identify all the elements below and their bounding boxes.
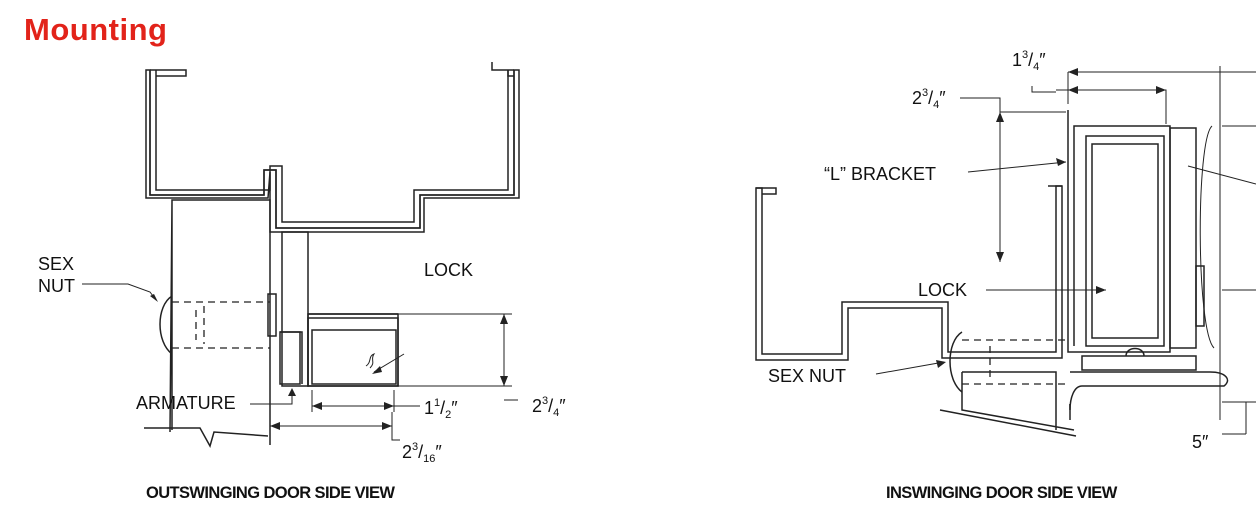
outswing-label-sex: SEX bbox=[38, 254, 74, 274]
outswing-label-nut: NUT bbox=[38, 276, 75, 296]
inswing-frame-channel bbox=[755, 185, 1063, 361]
outswing-label-lock: LOCK bbox=[424, 260, 473, 280]
outswing-lock bbox=[307, 313, 399, 387]
inswing-drawing: “L” BRACKET LOCK SEX NUT 13/4″ 23/4″ 5″ bbox=[755, 49, 1256, 452]
outswing-drawing: SEX NUT LOCK ARMATURE 11/2″ 23/4″ 23/16″ bbox=[38, 62, 566, 465]
inswing-dim-depth: 5″ bbox=[1192, 432, 1209, 452]
outswing-label-armature: ARMATURE bbox=[136, 393, 236, 413]
page-title: Mounting bbox=[24, 12, 168, 47]
inswing-dim-height: 23/4″ bbox=[912, 87, 946, 111]
outswing-dim-height-lock: 23/4″ bbox=[532, 395, 566, 419]
inswing-caption: INSWINGING DOOR SIDE VIEW bbox=[886, 484, 1117, 502]
outswing-caption: OUTSWINGING DOOR SIDE VIEW bbox=[146, 484, 395, 502]
outswing-frame-channel bbox=[145, 69, 520, 233]
inswing-label-lock: LOCK bbox=[918, 280, 967, 300]
outswing-armature bbox=[279, 331, 301, 385]
inswing-dim-top-width: 13/4″ bbox=[1012, 49, 1046, 73]
outswing-door bbox=[169, 199, 271, 445]
outswing-dim-width-lock: 11/2″ bbox=[424, 397, 458, 421]
inswing-l-bracket bbox=[1067, 110, 1171, 353]
inswing-lock bbox=[1085, 135, 1165, 347]
inswing-door bbox=[939, 371, 1077, 437]
outswing-sexnut bbox=[159, 295, 173, 355]
inswing-label-sexnut: SEX NUT bbox=[768, 366, 846, 386]
inswing-label-bracket: “L” BRACKET bbox=[824, 164, 936, 184]
outswing-dim-width-total: 23/16″ bbox=[402, 441, 442, 465]
